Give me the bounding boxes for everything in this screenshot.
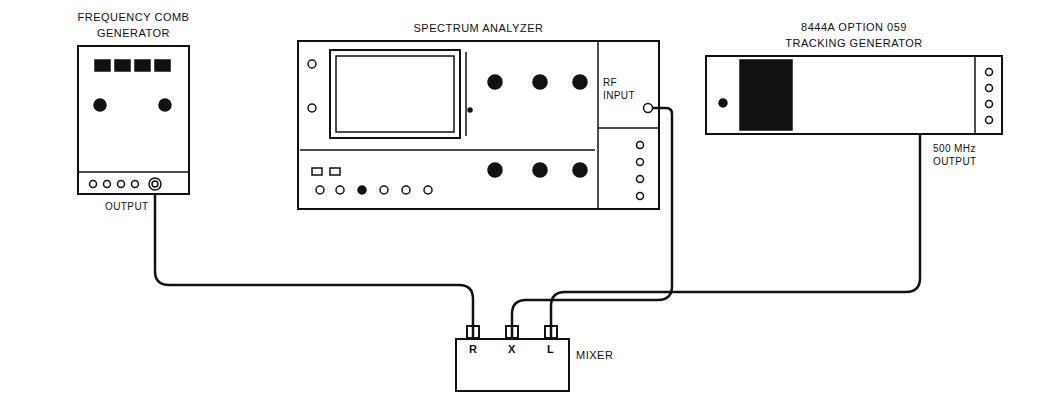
comb-generator-box: FREQUENCY COMB GENERATOR bbox=[77, 45, 190, 195]
equipment-title: 8444A OPTION 059 TRACKING GENERATOR bbox=[779, 20, 929, 52]
tracking-generator-box: 8444A OPTION 059 TRACKING GENERATOR bbox=[705, 55, 1003, 135]
coax-cable bbox=[155, 195, 473, 338]
port-label: RF INPUT bbox=[602, 76, 644, 102]
port-letter: X bbox=[507, 342, 517, 356]
spectrum-analyzer-box: SPECTRUM ANALYZER bbox=[297, 40, 660, 210]
equipment-title: SPECTRUM ANALYZER bbox=[379, 21, 579, 37]
port-label: OUTPUT bbox=[104, 200, 150, 213]
equipment-title: MIXER bbox=[576, 348, 636, 364]
port-letter: R bbox=[468, 342, 478, 356]
port-label: 500 MHz OUTPUT bbox=[932, 142, 992, 168]
port-letter: L bbox=[546, 342, 555, 356]
coax-cable bbox=[551, 135, 920, 338]
equipment-title: FREQUENCY COMB GENERATOR bbox=[69, 10, 199, 42]
coax-cable bbox=[512, 108, 672, 338]
